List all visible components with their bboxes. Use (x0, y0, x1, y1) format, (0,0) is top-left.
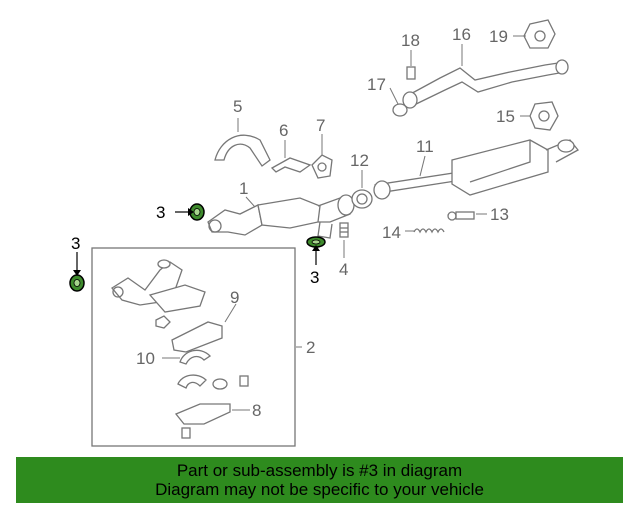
fitment-banner: Part or sub-assembly is #3 in diagram Di… (16, 457, 623, 503)
banner-line-1: Part or sub-assembly is #3 in diagram (176, 461, 463, 480)
bracket-part-5 (214, 134, 271, 167)
clamp-part-6 (270, 157, 312, 173)
sub-assembly-contents (111, 259, 249, 439)
callout-3-a: 3 (156, 203, 165, 222)
callout-4: 4 (339, 260, 348, 279)
bolt-part-18 (406, 66, 416, 80)
callout-6: 6 (279, 121, 288, 140)
callout-18: 18 (401, 31, 420, 50)
hanger-part-15 (529, 101, 559, 131)
callout-2: 2 (306, 338, 315, 357)
callout-5: 5 (233, 97, 242, 116)
callout-17: 17 (367, 75, 386, 94)
hanger-part-7 (311, 154, 333, 179)
bolt-part-13 (447, 211, 475, 221)
center-pipe-muffler (373, 139, 579, 200)
exhaust-parts-diagram: 1 2 3 3 3 4 5 6 7 8 9 10 11 12 13 14 15 … (69, 19, 579, 447)
gasket-part-12 (351, 189, 373, 209)
gasket-part-17 (392, 103, 408, 117)
callout-13: 13 (490, 205, 509, 224)
callout-7: 7 (316, 116, 325, 135)
callout-15: 15 (496, 107, 515, 126)
callout-14: 14 (382, 223, 401, 242)
callout-19: 19 (489, 27, 508, 46)
hanger-part-19 (523, 19, 556, 49)
bolt-part-4 (339, 222, 349, 238)
callout-16: 16 (452, 25, 471, 44)
callout-3-c: 3 (310, 268, 319, 287)
callout-1: 1 (239, 179, 248, 198)
callout-11: 11 (416, 137, 434, 156)
callout-10: 10 (136, 349, 155, 368)
sub-assembly-box (91, 247, 296, 447)
tail-pipe-part-16 (402, 59, 569, 109)
callout-8: 8 (252, 401, 261, 420)
callout-9: 9 (230, 288, 239, 307)
front-pipe-converter (207, 194, 355, 239)
spring-part-14 (413, 228, 445, 234)
callout-12: 12 (350, 151, 369, 170)
callout-3-b: 3 (71, 234, 80, 253)
banner-line-2: Diagram may not be specific to your vehi… (155, 480, 484, 499)
